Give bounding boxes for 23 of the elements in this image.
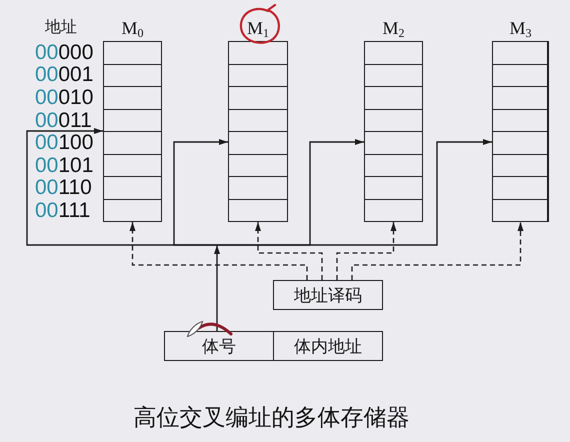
address-code: 00011 (35, 112, 92, 129)
bank-label: M$_{3}$ (510, 19, 532, 37)
arrow (173, 139, 228, 246)
bank-label: M$_{2}$ (382, 19, 404, 37)
arrow (214, 245, 220, 331)
in-bank-address-field: 体内地址 (272, 331, 383, 361)
bank-label: M$_{1}$ (247, 19, 269, 37)
address-code: 00111 (35, 202, 90, 219)
bank-label: M$_{0}$ (122, 19, 144, 37)
address-code: 00010 (35, 89, 94, 106)
address-code: 00100 (35, 134, 94, 152)
address-code: 00110 (35, 179, 92, 196)
column-header: 地址 (45, 19, 77, 37)
address-code: 00101 (35, 156, 94, 174)
arrow (130, 222, 308, 280)
arrow (217, 139, 492, 246)
arrow (255, 222, 323, 280)
address-code: 00000 (35, 44, 94, 61)
address-decoder-box: 地址译码 (273, 280, 383, 310)
arrow (336, 222, 396, 280)
address-code: 00001 (35, 66, 94, 84)
arrow (351, 222, 524, 280)
figure-caption: 高位交叉编址的多体存储器 (134, 404, 410, 430)
